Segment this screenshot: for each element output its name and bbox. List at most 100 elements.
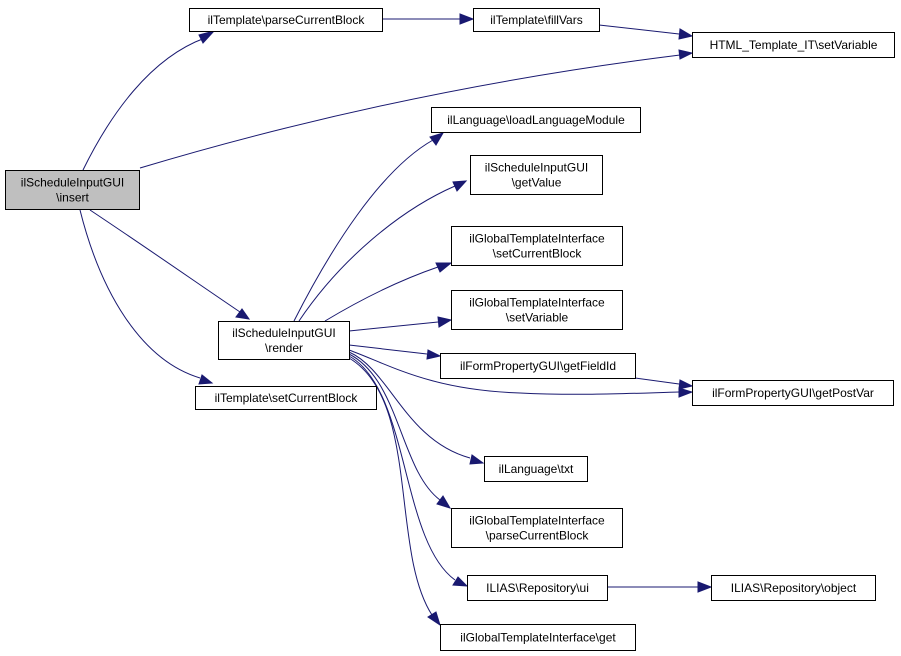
arrowhead-icon (198, 374, 214, 385)
node-label: ilLanguage\txt (499, 462, 574, 476)
node-box (470, 155, 603, 195)
node-box (451, 226, 623, 266)
arrowhead-icon (452, 576, 469, 587)
arrowhead-icon (426, 349, 442, 360)
node-label: \render (265, 341, 303, 355)
edge-line (79, 209, 201, 379)
nodes-layer: ilScheduleInputGUI\insertilTemplate\pars… (5, 8, 895, 651)
arrowhead-icon (437, 316, 453, 328)
edge-line (634, 377, 680, 385)
edge-line (348, 355, 456, 581)
node-box (440, 624, 636, 651)
node-box (484, 456, 588, 482)
node-box (440, 353, 636, 379)
node-label: ILIAS\Repository\ui (486, 581, 589, 595)
node-box (218, 321, 350, 360)
node-label: ilTemplate\fillVars (490, 13, 582, 27)
node-label: \getValue (512, 176, 562, 190)
node-box (189, 8, 383, 32)
node-label: ILIAS\Repository\object (731, 581, 857, 595)
arrowhead-icon (435, 262, 453, 273)
node-label: ilGlobalTemplateInterface (469, 232, 605, 246)
node-label: ilScheduleInputGUI (21, 176, 124, 190)
arrowhead-icon (678, 49, 694, 60)
node-tplSetCurrentBlock[interactable]: ilTemplate\setCurrentBlock (195, 386, 377, 410)
node-parseCurrentBlock[interactable]: ilTemplate\parseCurrentBlock (189, 8, 383, 32)
edge-line (348, 351, 471, 459)
edge-render-to-gtiSetCurrentBlock (324, 262, 453, 322)
node-loadLanguageModule[interactable]: ilLanguage\loadLanguageModule (431, 107, 641, 133)
edge-render-to-gtiParseCurrentBlock (348, 353, 452, 509)
node-box (451, 290, 623, 330)
arrowhead-icon (235, 308, 251, 320)
node-label: \setVariable (506, 311, 569, 325)
arrowhead-icon (427, 611, 441, 627)
edge-insert-to-render (89, 209, 251, 320)
node-box (692, 32, 895, 58)
arrowhead-icon (678, 379, 694, 390)
node-fillVars[interactable]: ilTemplate\fillVars (473, 8, 600, 32)
node-box (5, 170, 140, 210)
edge-insert-to-parseCurrentBlock (82, 30, 216, 171)
edge-render-to-repoUi (348, 355, 469, 587)
edge-line (348, 344, 428, 355)
node-getPostVar[interactable]: ilFormPropertyGUI\getPostVar (692, 380, 894, 406)
node-label: \setCurrentBlock (493, 247, 583, 261)
node-box (711, 575, 876, 601)
edge-line (82, 37, 206, 171)
node-gtiGet[interactable]: ilGlobalTemplateInterface\get (440, 624, 636, 651)
node-label: ilScheduleInputGUI (232, 326, 335, 340)
edge-line (348, 357, 433, 616)
node-box (431, 107, 641, 133)
node-txt[interactable]: ilLanguage\txt (484, 456, 588, 482)
node-label: ilScheduleInputGUI (485, 161, 588, 175)
node-box (467, 575, 608, 601)
node-label: \parseCurrentBlock (486, 529, 590, 543)
edge-render-to-getPostVar (348, 349, 694, 398)
node-getFieldId[interactable]: ilFormPropertyGUI\getFieldId (440, 353, 636, 379)
arrowhead-icon (469, 454, 485, 465)
edge-insert-to-htmlSetVariable (139, 49, 694, 169)
node-gtiSetVariable[interactable]: ilGlobalTemplateInterface\setVariable (451, 290, 623, 330)
edge-line (293, 139, 434, 322)
node-repoObject[interactable]: ILIAS\Repository\object (711, 575, 876, 601)
node-box (473, 8, 600, 32)
edge-line (348, 321, 439, 332)
arrowhead-icon (429, 132, 445, 146)
arrowhead-icon (678, 28, 694, 40)
node-htmlSetVariable[interactable]: HTML_Template_IT\setVariable (692, 32, 895, 58)
node-repoUi[interactable]: ILIAS\Repository\ui (467, 575, 608, 601)
edge-render-to-gtiSetVariable (348, 316, 453, 332)
node-gtiSetCurrentBlock[interactable]: ilGlobalTemplateInterface\setCurrentBloc… (451, 226, 623, 266)
edge-line (598, 24, 680, 35)
arrowhead-icon (459, 13, 475, 25)
edge-render-to-gtiGet (348, 357, 441, 627)
node-label: ilLanguage\loadLanguageModule (447, 113, 625, 127)
node-label: ilFormPropertyGUI\getFieldId (460, 359, 616, 373)
edge-fillVars-to-htmlSetVariable (598, 24, 694, 40)
node-render[interactable]: ilScheduleInputGUI\render (218, 321, 350, 360)
node-label: ilFormPropertyGUI\getPostVar (712, 386, 874, 400)
edge-repoUi-to-repoObject (607, 581, 713, 593)
edge-render-to-txt (348, 351, 485, 465)
node-insert[interactable]: ilScheduleInputGUI\insert (5, 170, 140, 210)
node-getValue[interactable]: ilScheduleInputGUI\getValue (470, 155, 603, 195)
node-label: ilGlobalTemplateInterface (469, 296, 605, 310)
arrowhead-icon (198, 30, 216, 44)
node-label: \insert (56, 191, 89, 205)
edge-line (298, 185, 456, 322)
node-gtiParseCurrentBlock[interactable]: ilGlobalTemplateInterface\parseCurrentBl… (451, 508, 623, 548)
arrowhead-icon (678, 387, 694, 398)
edge-render-to-loadLanguageModule (293, 132, 445, 322)
edge-parseCurrentBlock-to-fillVars (382, 13, 475, 25)
edge-line (348, 349, 680, 395)
node-label: ilGlobalTemplateInterface\get (460, 631, 616, 645)
node-label: ilGlobalTemplateInterface (469, 514, 605, 528)
arrowhead-icon (436, 495, 452, 509)
node-label: ilTemplate\parseCurrentBlock (208, 13, 366, 27)
edge-line (139, 54, 681, 169)
edge-render-to-getFieldId (348, 344, 442, 360)
arrowhead-icon (452, 180, 468, 192)
node-box (451, 508, 623, 548)
edge-line (324, 266, 439, 322)
